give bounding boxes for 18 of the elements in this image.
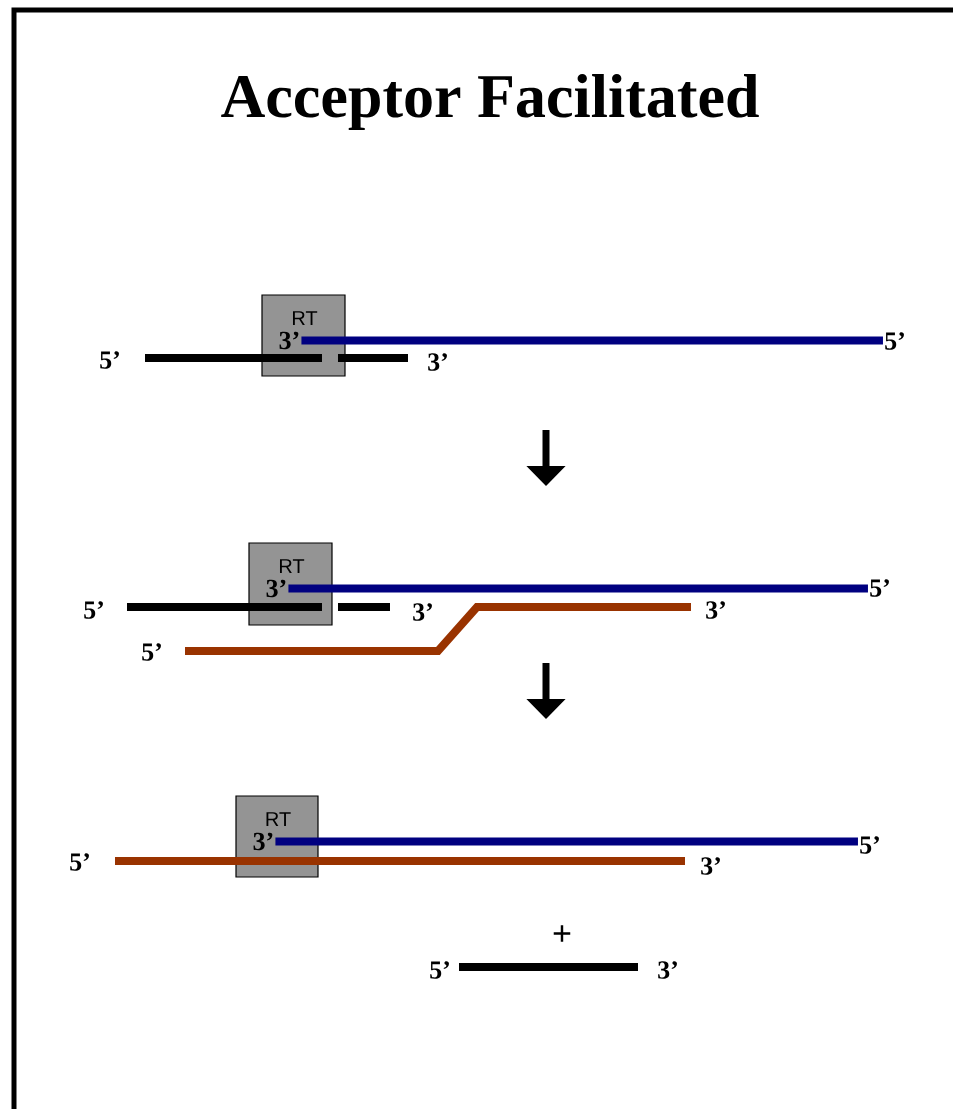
strand-end-label: 5’	[70, 853, 89, 871]
strand-end-label: 3’	[706, 601, 725, 619]
strand-end-label: 5’	[430, 961, 449, 979]
strand-end-label: 3’	[701, 857, 720, 875]
strand-end-label: 3’	[413, 603, 432, 621]
strand-end-label: 3’	[658, 961, 677, 979]
strand-end-label: 3’	[279, 331, 299, 350]
title: Acceptor Facilitated	[221, 73, 759, 131]
strand-end-label: 5’	[870, 579, 889, 597]
strand-end-label: 5’	[100, 351, 119, 369]
strand-end-label: 3’	[253, 832, 273, 851]
strand-end-label: 5’	[885, 332, 904, 350]
strand-end-label: 5’	[142, 643, 161, 661]
strand-end-label: 3’	[266, 579, 286, 598]
plus-sign: +	[553, 925, 571, 942]
strand-end-label: 5’	[860, 836, 879, 854]
strand-end-label: 5’	[84, 601, 103, 619]
strand-end-label: 3’	[428, 353, 447, 371]
